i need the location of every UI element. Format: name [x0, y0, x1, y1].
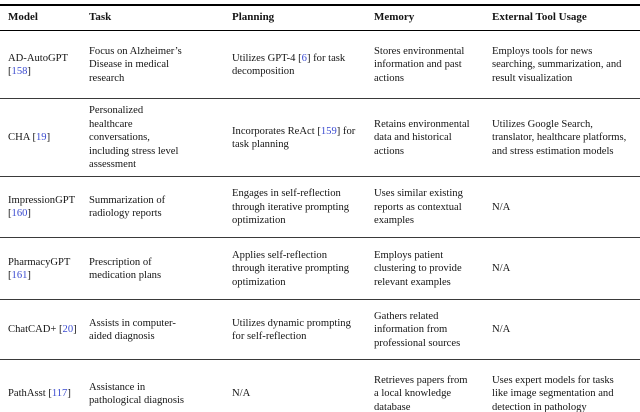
cell-task: Personalized healthcare conversations, i… [89, 98, 232, 178]
cell-planning: Engages in self-reflection through itera… [232, 176, 374, 239]
cell-planning: Applies self-reflection through iterativ… [232, 237, 374, 301]
citation-link[interactable]: [20] [59, 324, 77, 336]
column-header-model: Model [0, 6, 89, 32]
citation-link[interactable]: [117] [48, 388, 71, 400]
cell-model: ImpressionGPT [160] [0, 176, 89, 239]
column-header-task: Task [89, 6, 232, 32]
cell-task: Prescription of medication plans [89, 237, 232, 301]
cell-memory: Retrieves papers from a local knowledge … [374, 359, 492, 412]
cell-planning: N/A [232, 359, 374, 412]
citation-number[interactable]: 6 [301, 52, 307, 64]
cell-model: ChatCAD+ [20] [0, 299, 89, 361]
citation-number[interactable]: 159 [320, 125, 337, 137]
cell-external-tool-usage: N/A [492, 237, 640, 301]
cell-model: PharmacyGPT [161] [0, 237, 89, 301]
cell-task: Summarization of radiology reports [89, 176, 232, 239]
citation-link[interactable]: [6] [298, 52, 311, 64]
cell-task: Assistance in pathological diagnosis [89, 359, 232, 412]
column-header-planning: Planning [232, 6, 374, 32]
cell-model: CHA [19] [0, 98, 89, 178]
cell-memory: Employs patient clustering to provide re… [374, 237, 492, 301]
table-row: PharmacyGPT [161]Prescription of medicat… [0, 237, 640, 301]
table-row: CHA [19]Personalized healthcare conversa… [0, 98, 640, 178]
citation-number[interactable]: 158 [11, 65, 28, 77]
table-row: AD-AutoGPT [158]Focus on Alzheimer’s Dis… [0, 30, 640, 100]
cell-external-tool-usage: Employs tools for news searching, summar… [492, 30, 640, 100]
cell-memory: Gathers related information from profess… [374, 299, 492, 361]
citation-link[interactable]: [158] [8, 65, 31, 77]
column-header-memory: Memory [374, 6, 492, 32]
citation-link[interactable]: [161] [8, 269, 31, 281]
cell-external-tool-usage: Utilizes Google Search, translator, heal… [492, 98, 640, 178]
cell-model: PathAsst [117] [0, 359, 89, 412]
table-top-rule [0, 4, 640, 6]
cell-planning: Incorporates ReAct [159] for task planni… [232, 98, 374, 178]
citation-link[interactable]: [160] [8, 208, 31, 220]
cell-external-tool-usage: N/A [492, 299, 640, 361]
cell-task: Focus on Alzheimer’s Disease in medical … [89, 30, 232, 100]
cell-external-tool-usage: N/A [492, 176, 640, 239]
cell-memory: Retains environmental data and historica… [374, 98, 492, 178]
cell-planning: Utilizes GPT-4 [6] for task decompositio… [232, 30, 374, 100]
table-row: ImpressionGPT [160]Summarization of radi… [0, 176, 640, 239]
cell-task: Assists in computer-aided diagnosis [89, 299, 232, 361]
citation-number[interactable]: 19 [35, 132, 47, 144]
cell-memory: Stores environmental information and pas… [374, 30, 492, 100]
citation-number[interactable]: 160 [11, 208, 28, 220]
cell-external-tool-usage: Uses expert models for tasks like image … [492, 359, 640, 412]
cell-model: AD-AutoGPT [158] [0, 30, 89, 100]
citation-number[interactable]: 117 [51, 388, 68, 400]
citation-number[interactable]: 20 [62, 324, 74, 336]
table-row: PathAsst [117]Assistance in pathological… [0, 359, 640, 412]
column-header-external-tool-usage: External Tool Usage [492, 6, 640, 32]
cell-memory: Uses similar existing reports as context… [374, 176, 492, 239]
citation-link[interactable]: [159] [317, 125, 341, 137]
cell-planning: Utilizes dynamic prompting for self-refl… [232, 299, 374, 361]
table-row: ChatCAD+ [20]Assists in computer-aided d… [0, 299, 640, 361]
citation-link[interactable]: [19] [32, 132, 51, 144]
citation-number[interactable]: 161 [11, 269, 28, 281]
